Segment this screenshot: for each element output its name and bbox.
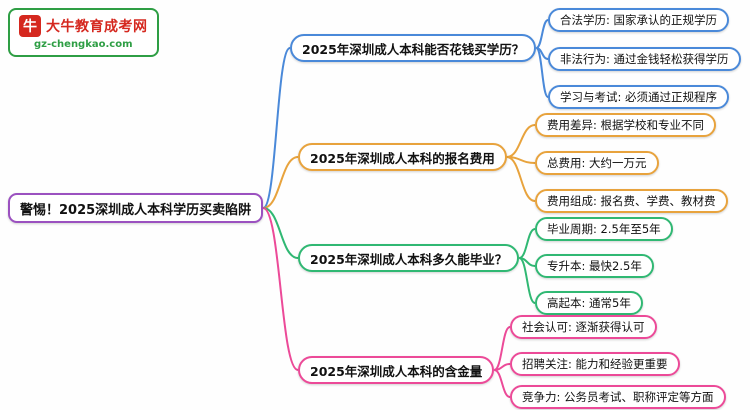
leaf-node: 学习与考试: 必须通过正规程序 <box>548 85 730 109</box>
branch-node-buy-degree: 2025年深圳成人本科能否花钱买学历？ <box>290 34 537 62</box>
leaf-node: 竞争力: 公务员考试、职称评定等方面 <box>510 385 726 409</box>
branch-node-fees: 2025年深圳成人本科的报名费用 <box>298 143 507 171</box>
site-name: 大牛教育成考网 <box>46 19 148 35</box>
leaf-node: 专升本: 最快2.5年 <box>535 254 654 278</box>
site-logo: 牛 大牛教育成考网 gz-chengkao.com <box>8 8 159 57</box>
branch-node-graduation: 2025年深圳成人本科多久能毕业？ <box>298 244 520 272</box>
leaf-node: 高起本: 通常5年 <box>535 291 643 315</box>
leaf-node: 招聘关注: 能力和经验更重要 <box>510 352 680 376</box>
leaf-node: 总费用: 大约一万元 <box>535 151 659 175</box>
leaf-node: 毕业周期: 2.5年至5年 <box>535 217 673 241</box>
leaf-node: 社会认可: 逐渐获得认可 <box>510 315 657 339</box>
leaf-node: 费用差异: 根据学校和专业不同 <box>535 113 717 137</box>
root-node: 警惕！2025深圳成人本科学历买卖陷阱 <box>8 193 264 223</box>
leaf-node: 费用组成: 报名费、学费、教材费 <box>535 189 728 213</box>
leaf-node: 非法行为: 通过金钱轻松获得学历 <box>548 47 741 71</box>
logo-row: 牛 大牛教育成考网 <box>19 15 148 37</box>
leaf-node: 合法学历: 国家承认的正规学历 <box>548 8 730 32</box>
bull-icon: 牛 <box>19 15 41 37</box>
site-url: gz-chengkao.com <box>33 39 133 50</box>
branch-node-value: 2025年深圳成人本科的含金量 <box>298 356 495 384</box>
